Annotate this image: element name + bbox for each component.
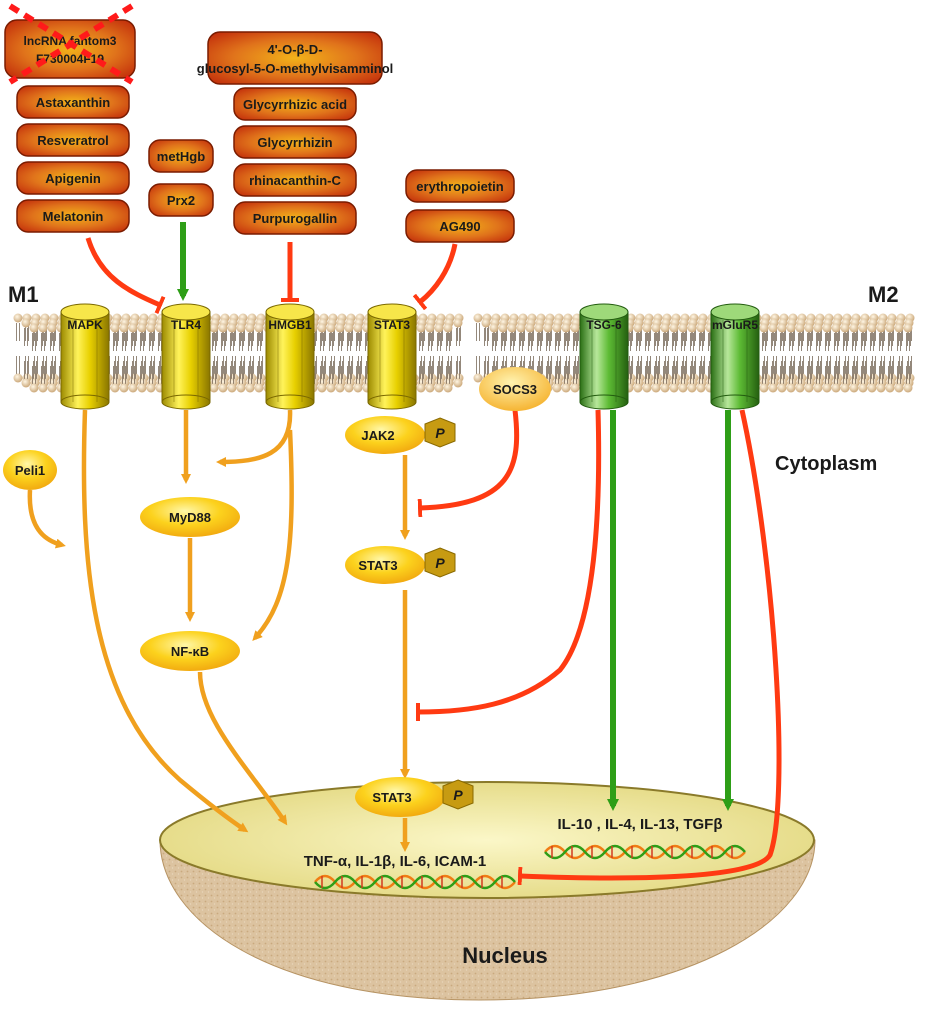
receptor-mglur5[interactable]: mGluR5 xyxy=(710,303,760,410)
tlr4-inhibitor-label: Apigenin xyxy=(45,171,101,186)
anti-inflammatory-genes: IL-10 , IL-4, IL-13, TGFβ xyxy=(557,816,722,833)
phospho-badge-icon xyxy=(424,417,456,448)
receptor-stat3[interactable]: STAT3 xyxy=(367,303,417,410)
tlr4-inhibitor-group: lncRNA fantom3 F730004F19 xyxy=(4,3,136,85)
nucleus: Nucleus xyxy=(159,781,816,1001)
pro-inflammatory-genes: TNF-α, IL-1β, IL-6, ICAM-1 xyxy=(304,853,487,870)
tlr4-activator-0[interactable]: metHgb xyxy=(148,139,214,173)
tlr4-activator-label: Prx2 xyxy=(167,193,195,208)
pathway-arrows xyxy=(27,222,782,886)
stat3-p2-label: STAT3 xyxy=(372,790,411,805)
jak2-label: JAK2 xyxy=(361,428,394,443)
hmgb1-inhibitor-3[interactable]: rhinacanthin-C xyxy=(233,163,357,197)
tlr4-inhibitor-label: Resveratrol xyxy=(37,133,109,148)
nfkb-label: NF-κB xyxy=(171,644,209,659)
receptor-label: TSG-6 xyxy=(586,318,622,332)
hmgb1-inhibitor-4[interactable]: Purpurogallin xyxy=(233,201,357,235)
receptor-tsg-6[interactable]: TSG-6 xyxy=(579,303,629,410)
hmgb1-inhibitor-label-line1: 4'-O-β-D- xyxy=(267,42,322,57)
receptor-label: TLR4 xyxy=(171,318,201,332)
receptors: MAPK TLR4 HMGB1 STAT3 TSG-6 mGluR5 xyxy=(60,303,760,410)
dna-helix-left xyxy=(314,874,516,890)
hmgb1-inhibitor-list: 4'-O-β-D-glucosyl-5-O-methylvisamminolGl… xyxy=(197,31,394,235)
hmgb1-inhibitor-label-line2: glucosyl-5-O-methylvisamminol xyxy=(197,61,394,76)
cross-out-icon xyxy=(8,3,134,85)
nfkb-node[interactable]: NF-κB xyxy=(140,631,240,671)
hmgb1-inhibitor-2[interactable]: Glycyrrhizin xyxy=(233,125,357,159)
m2-label: M2 xyxy=(868,282,899,307)
receptor-tlr4[interactable]: TLR4 xyxy=(161,303,211,410)
socs3-node[interactable]: SOCS3 xyxy=(479,367,551,411)
arrow-hmgb1-myd88 xyxy=(216,409,293,467)
receptor-label: MAPK xyxy=(67,318,103,332)
jak2-node[interactable]: JAK2 P xyxy=(345,416,456,454)
phospho-label: P xyxy=(453,787,463,803)
inhibit-tsg6-stat3 xyxy=(415,409,602,722)
stat3-inhibitor-label: AG490 xyxy=(439,219,480,234)
tlr4-inhibitor-2[interactable]: Apigenin xyxy=(16,161,130,195)
receptor-label: STAT3 xyxy=(374,318,411,332)
tlr4-inhibitor-1[interactable]: Resveratrol xyxy=(16,123,130,157)
tlr4-activator-1[interactable]: Prx2 xyxy=(148,183,214,217)
m1-label: M1 xyxy=(8,282,39,307)
inhibit-arrow-stat3 xyxy=(412,243,458,311)
arrow-nfkb-nucleus xyxy=(197,671,288,826)
dna-helix-right xyxy=(544,844,746,860)
tlr4-inhibitor-0[interactable]: Astaxanthin xyxy=(16,85,130,119)
hmgb1-inhibitor-label: Glycyrrhizin xyxy=(257,135,332,150)
cell-membrane xyxy=(13,313,915,393)
arrow-hmgb1-nfkb xyxy=(252,429,294,641)
stat3-p1-node[interactable]: STAT3 P xyxy=(345,546,456,584)
myd88-node[interactable]: MyD88 xyxy=(140,497,240,537)
receptor-hmgb1[interactable]: HMGB1 xyxy=(265,303,315,410)
arrow-mapk-nucleus xyxy=(81,409,249,833)
drug-label-lncrna-line2: F730004F19 xyxy=(36,52,104,66)
cytoplasm-label: Cytoplasm xyxy=(775,453,877,475)
hmgb1-inhibitor-0[interactable]: 4'-O-β-D-glucosyl-5-O-methylvisamminol xyxy=(197,31,394,85)
phospho-badge-icon xyxy=(424,547,456,578)
hmgb1-inhibitor-label: Glycyrrhizic acid xyxy=(243,97,347,112)
myd88-label: MyD88 xyxy=(169,510,211,525)
tlr4-inhibitor-label: Astaxanthin xyxy=(36,95,110,110)
arrow-peli1 xyxy=(27,489,66,549)
hmgb1-inhibitor-label: Purpurogallin xyxy=(253,211,338,226)
stat3-p2-node[interactable]: STAT3 P xyxy=(355,777,474,817)
receptor-label: HMGB1 xyxy=(268,318,312,332)
stat3-p1-label: STAT3 xyxy=(358,558,397,573)
peli1-node[interactable]: Peli1 xyxy=(3,450,57,490)
stat3-inhibitor-1[interactable]: AG490 xyxy=(405,209,515,243)
tlr4-inhibitor-label: Melatonin xyxy=(43,209,104,224)
phospho-badge-icon xyxy=(442,779,474,810)
inhibit-arrow-tlr4 xyxy=(85,237,166,315)
hmgb1-inhibitor-1[interactable]: Glycyrrhizic acid xyxy=(233,87,357,121)
inhibit-socs3-jak2 xyxy=(417,409,520,518)
receptor-mapk[interactable]: MAPK xyxy=(60,303,110,410)
receptor-label: mGluR5 xyxy=(712,318,758,332)
nucleus-label: Nucleus xyxy=(462,943,548,968)
phospho-label: P xyxy=(435,425,445,441)
stat3-inhibitor-0[interactable]: erythropoietin xyxy=(405,169,515,203)
socs3-label: SOCS3 xyxy=(493,382,537,397)
inhibit-mglur5-genes xyxy=(517,409,782,886)
hmgb1-inhibitor-label: rhinacanthin-C xyxy=(249,173,341,188)
tlr4-activator-label: metHgb xyxy=(157,149,205,164)
phospho-label: P xyxy=(435,555,445,571)
peli1-label: Peli1 xyxy=(15,463,45,478)
stat3-inhibitor-label: erythropoietin xyxy=(416,179,503,194)
tlr4-inhibitor-3[interactable]: Melatonin xyxy=(16,199,130,233)
